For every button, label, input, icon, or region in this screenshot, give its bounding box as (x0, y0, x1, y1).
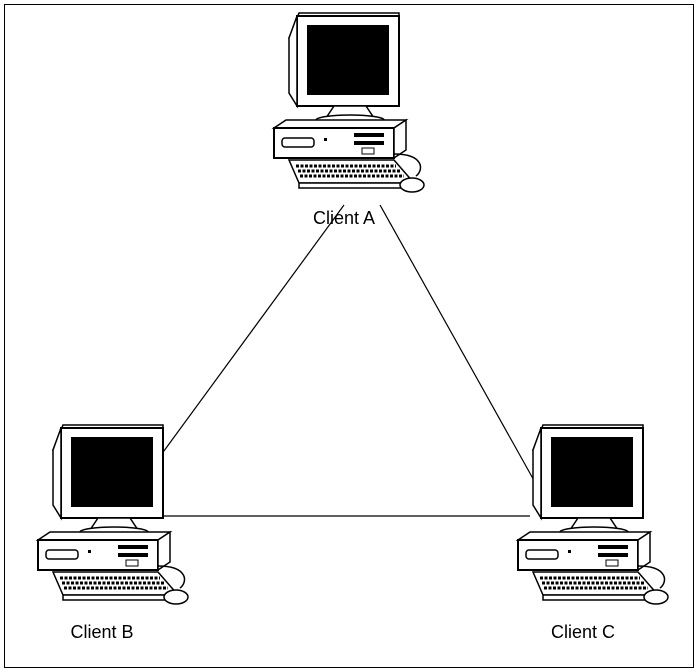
client-a-computer[interactable] (272, 11, 426, 194)
links (149, 204, 537, 517)
diagram-frame (4, 4, 694, 668)
client-a-label: Client A (312, 208, 376, 228)
client-c-computer[interactable] (516, 423, 670, 606)
desktop-computer-icon (36, 423, 190, 606)
desktop-computer-icon (272, 11, 426, 194)
client-b-computer[interactable] (36, 423, 190, 606)
desktop-computer-icon (516, 423, 670, 606)
client-c-label: Client C (550, 622, 616, 642)
client-b-label: Client B (70, 622, 134, 642)
link-a-c (379, 204, 537, 485)
link-a-b (149, 204, 345, 471)
